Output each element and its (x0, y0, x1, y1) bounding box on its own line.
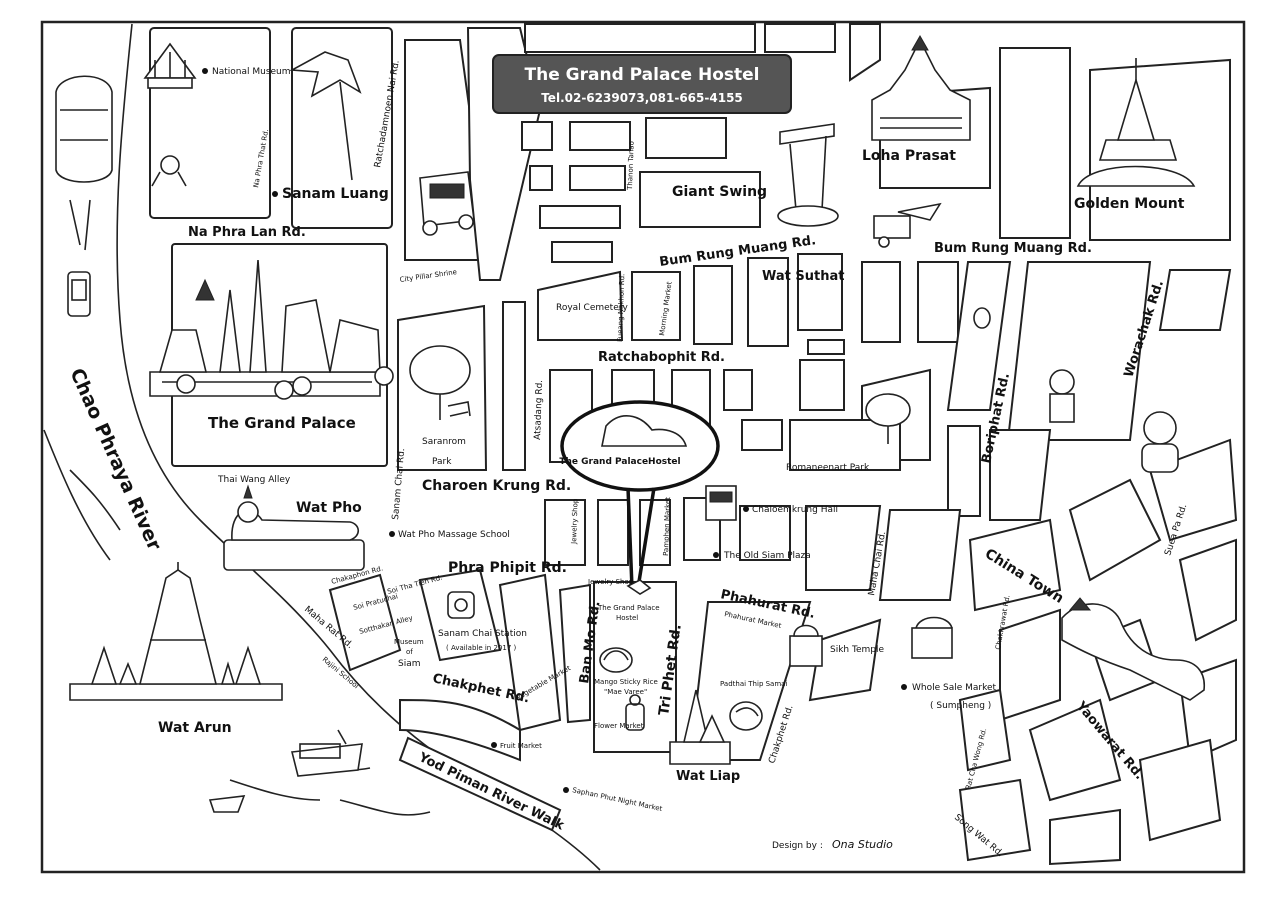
landmark-saranrom-1: Saranrom (422, 437, 466, 447)
whole-sale-dot (901, 684, 907, 690)
wat-pho-reclining-buddha (223, 484, 365, 571)
landmark-whole-sale: Whole Sale Market (912, 683, 997, 693)
small-boat-icon (208, 795, 246, 813)
road-label-fueang-nakhon: Fueang Nakhon Rd. (616, 274, 626, 343)
road-label-atsadang: Atsadang Rd. (533, 380, 545, 440)
hostel-banner-tel: Tel.02-6239073,081-665-4155 (541, 91, 743, 105)
landmark-pin-hostel-1: The Grand Palace (597, 604, 660, 612)
landmark-romaneenart: Romaneenart Park (786, 463, 870, 473)
landmark-khao-niao: Mango Sticky Rice (594, 678, 658, 686)
loha-prasat-illustration (871, 34, 971, 141)
wat-pho-massage-dot (389, 531, 395, 537)
landmark-saranrom-2: Park (432, 457, 452, 467)
landmark-giant-swing: Giant Swing (672, 184, 767, 200)
landmark-flower-market: Flower Market (594, 722, 644, 730)
ferry-boat-icon (291, 729, 363, 777)
river-bank-east (43, 429, 111, 561)
padthai-icon (729, 701, 763, 731)
road-label-na-phra-lan: Na Phra Lan Rd. (188, 225, 306, 240)
credit-signature: Ona Studio (832, 838, 893, 851)
landmark-pin-hostel-2: Hostel (616, 614, 638, 622)
landmark-grand-palace: The Grand Palace (208, 414, 356, 432)
giant-swing-illustration (777, 123, 839, 227)
flower-market-icon (625, 694, 645, 731)
landmark-wat-pho-massage: Wat Pho Massage School (398, 530, 510, 540)
road-label-jewelry-shop: Jewelry Shop (570, 498, 580, 545)
street-vendor-icon (873, 202, 942, 248)
landmark-padthai: Padthai Thip Samai (720, 680, 787, 688)
road-label-charoen-krung: Charoen Krung Rd. (422, 478, 571, 494)
landmark-golden-mount: Golden Mount (1074, 196, 1185, 212)
bear-icon (1141, 411, 1179, 473)
national-museum-icon (143, 42, 197, 89)
road-label-thai-wang-alley: Thai Wang Alley (217, 475, 291, 485)
landmark-sanam-luang: Sanam Luang (282, 186, 389, 202)
tuk-tuk-icon (419, 171, 475, 236)
sikh-temple-icon (789, 624, 823, 667)
hostel-banner-title: The Grand Palace Hostel (525, 65, 760, 85)
landmark-wat-arun: Wat Arun (158, 720, 232, 736)
hostel-callout: The Grand PalaceHostel (559, 400, 720, 595)
whole-sale-market-icon (911, 616, 953, 659)
landmark-museum-siam-1: Museum (394, 638, 424, 646)
saranrom-tree-icon (409, 345, 471, 420)
chaloemkrung-dot (743, 506, 749, 512)
road-label-pamphen-market: Pamphen Market (662, 497, 672, 556)
kite-icon (289, 51, 362, 181)
landmark-sumpheng: ( Sumpheng ) (930, 701, 991, 711)
wat-liap-illustration (669, 689, 731, 765)
landmark-loha-prasat: Loha Prasat (862, 148, 956, 164)
romaneenart-tree-icon (865, 393, 911, 444)
national-museum-dot (202, 68, 208, 74)
road-label-jewelry-shop-2: Jewelry Shop (587, 578, 634, 586)
golden-mount-illustration (1076, 58, 1196, 187)
landmark-sikh-temple: Sikh Temple (830, 645, 884, 655)
landmark-chaloem: Chaloemkrung Hall (752, 505, 838, 515)
hostel-banner: The Grand Palace Hostel Tel.02-6239073,0… (492, 54, 792, 114)
hostel-bubble-label: The Grand PalaceHostel (559, 457, 680, 467)
fruit-market-dot (491, 742, 497, 748)
landmark-wat-suthat: Wat Suthat (762, 269, 844, 284)
road-label-thanon-tanao: Thanon Tanao (626, 141, 636, 191)
credit-prefix: Design by : (772, 841, 823, 851)
cartoon-figure-icon (1049, 369, 1075, 423)
road-label-bum-rung-muang-2: Bum Rung Muang Rd. (934, 241, 1092, 256)
landmark-available: ( Available in 2017 ) (446, 644, 517, 652)
landmark-old-siam: The Old Siam Plaza (723, 551, 811, 561)
landmark-national-museum: National Museum (212, 67, 291, 77)
old-siam-dot (713, 552, 719, 558)
landmark-fruit-market: Fruit Market (500, 742, 542, 750)
landmark-sanam-chai-station: Sanam Chai Station (438, 629, 527, 639)
mango-sticky-rice-icon (599, 647, 633, 673)
landmark-museum-siam-3: Siam (398, 659, 421, 669)
river-flow-2 (229, 779, 321, 801)
chaloemkrung-hall-icon (705, 485, 737, 521)
grand-palace-illustration (149, 259, 394, 400)
sanam-luang-dot (272, 191, 278, 197)
dragon-illustration (1061, 597, 1205, 701)
road-label-phra-phipit: Phra Phipit Rd. (448, 560, 567, 576)
phone-icon (67, 271, 91, 317)
landmark-wat-liap: Wat Liap (676, 769, 740, 784)
landmark-museum-siam-2: of (406, 648, 413, 656)
road-label-ratchabophit: Ratchabophit Rd. (598, 350, 725, 365)
river-flow-1 (69, 469, 121, 531)
landmark-wat-pho: Wat Pho (296, 500, 362, 516)
longtail-boat-icon (55, 75, 113, 251)
boriphat-sketch-icon (973, 307, 991, 329)
landmark-khao-niao-2: "Mae Varee" (604, 688, 647, 696)
wat-arun-illustration (69, 562, 283, 701)
bird-icon (151, 155, 187, 187)
saphan-phut-dot (563, 787, 569, 793)
hostel-pin-icon (626, 579, 652, 595)
river-flow-3 (339, 799, 431, 816)
sanam-chai-station-icon (447, 591, 475, 619)
landmark-royal-cemetery: Royal Cemetery (556, 303, 628, 313)
